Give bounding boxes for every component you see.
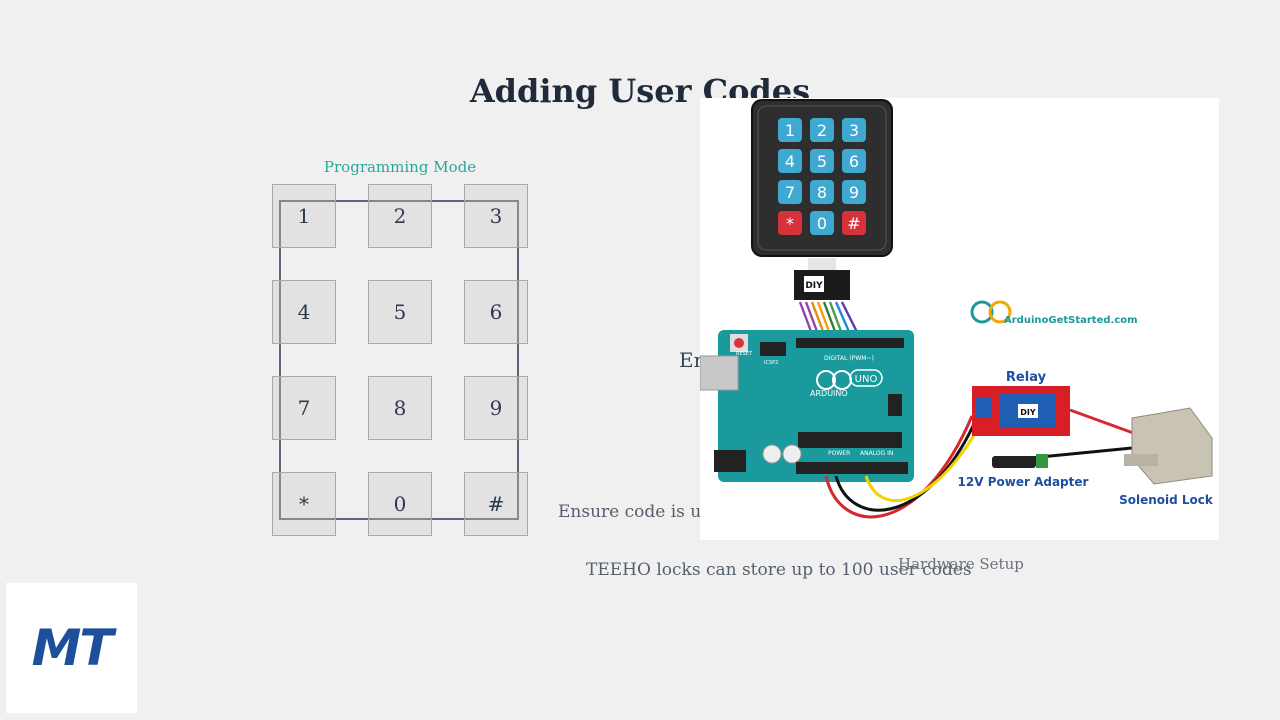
solenoid-lock: Solenoid Lock [1119, 407, 1214, 507]
logo: MT [6, 583, 137, 713]
board-model: UNO [855, 374, 878, 385]
hardware-key-label: 7 [785, 183, 795, 202]
hardware-key [778, 149, 802, 173]
hardware-key [842, 211, 866, 235]
programming-mode-label: Programming Mode [323, 158, 477, 176]
lock-label: Solenoid Lock [1119, 493, 1214, 507]
digital-label: DIGITAL (PWM~) [824, 355, 874, 362]
icsp-label: ICSP2 [764, 360, 778, 366]
power-adapter: 12V Power Adapter [958, 454, 1089, 489]
hardware-key-label: 8 [817, 183, 827, 202]
keypad-key[interactable]: 7 [272, 376, 336, 440]
arduino-board: RESET ICSP2 DIGITAL (PWM~) UNO ARDUINO P… [699, 330, 914, 482]
hardware-key [778, 118, 802, 142]
adapter-label: 12V Power Adapter [958, 475, 1089, 489]
hardware-key-label: 2 [817, 121, 827, 140]
hardware-key-label: 4 [785, 152, 795, 171]
hardware-caption: Hardware Setup [898, 555, 1024, 573]
keypad-key[interactable]: 8 [368, 376, 432, 440]
site-logo-text: ArduinoGetStarted.com [1004, 315, 1138, 326]
keypad-frame [279, 200, 519, 520]
ensure-code-text: Ensure code is u [558, 502, 702, 522]
storage-note: TEEHO locks can store up to 100 user cod… [586, 560, 972, 580]
keypad-key[interactable]: 0 [368, 472, 432, 536]
hardware-key [810, 211, 834, 235]
hardware-key-label: # [847, 214, 860, 233]
hardware-key [778, 180, 802, 204]
keypad-key[interactable]: 3 [464, 184, 528, 248]
hardware-key [842, 149, 866, 173]
site-logo: ArduinoGetStarted.com [970, 300, 1138, 326]
keypad-key[interactable]: 9 [464, 376, 528, 440]
keypad-wires [798, 301, 860, 335]
board-name: ARDUINO [810, 389, 848, 398]
keypad-key[interactable]: 1 [272, 184, 336, 248]
hardware-key-label: * [786, 214, 794, 233]
hardware-key [778, 211, 802, 235]
hardware-key-label: 1 [785, 121, 795, 140]
hardware-key-label: 3 [849, 121, 859, 140]
keypad-key[interactable]: 6 [464, 280, 528, 344]
hardware-key [810, 118, 834, 142]
hardware-key-label: 0 [817, 214, 827, 233]
keypad-key[interactable]: 2 [368, 184, 432, 248]
relay-module: DIY Relay [972, 370, 1070, 436]
hardware-key-label: 9 [849, 183, 859, 202]
hardware-key-label: 5 [817, 152, 827, 171]
ribbon-cable: DIY [794, 258, 850, 300]
hardware-key [842, 118, 866, 142]
keypad-key[interactable]: 5 [368, 280, 432, 344]
power-label: POWER [828, 450, 850, 457]
keypad-key[interactable]: 4 [272, 280, 336, 344]
logo-text: MT [31, 619, 114, 677]
analog-label: ANALOG IN [860, 450, 893, 457]
keypad-key[interactable]: # [464, 472, 528, 536]
relay-label: Relay [1006, 370, 1047, 385]
diy-logo-relay: DIY [1020, 408, 1036, 417]
hardware-key-label: 6 [849, 152, 859, 171]
reset-label: RESET [736, 351, 753, 357]
hardware-key [810, 180, 834, 204]
hardware-key [810, 149, 834, 173]
hardware-diagram: 1 2 3 4 5 6 7 8 9 * 0 # DIY RESET [699, 98, 1219, 540]
hardware-key [842, 180, 866, 204]
keypad-key[interactable]: * [272, 472, 336, 536]
diy-logo-keypad: DIY [805, 281, 823, 291]
